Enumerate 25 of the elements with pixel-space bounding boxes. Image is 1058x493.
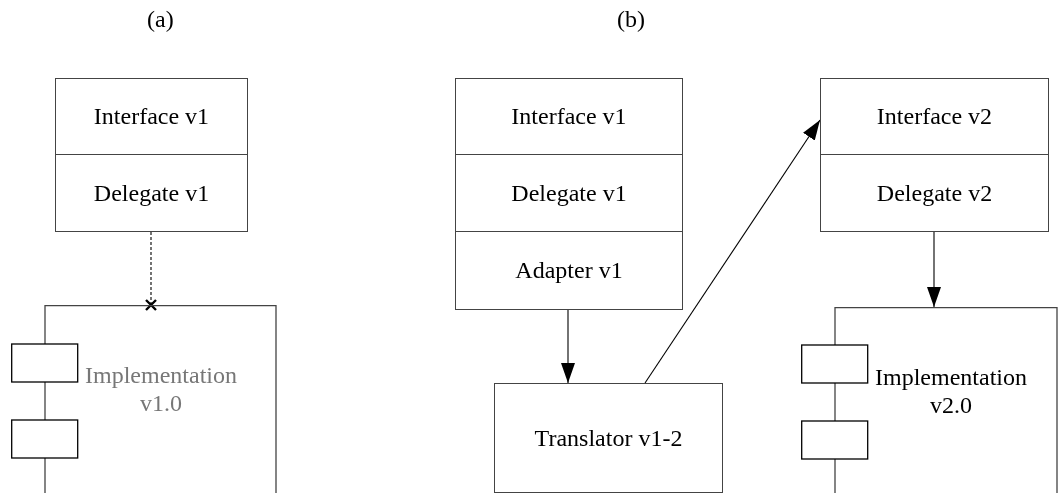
arrow (927, 231, 941, 308)
box-label: Translator v1-2 (534, 424, 683, 452)
box-label: Delegate v1 (93, 179, 210, 207)
box-label: Interface v1 (93, 103, 210, 130)
box-label: Delegate v1 (511, 179, 627, 207)
box-label: Adapter v1 (515, 257, 623, 284)
box-label: Interface v2 (876, 103, 993, 130)
layer-box (455, 78, 683, 155)
layer-box (820, 154, 1049, 232)
arrow (561, 309, 575, 384)
panel-label: (a) (147, 6, 174, 33)
component-symbol (801, 307, 1058, 493)
arrow (644, 119, 821, 384)
layer-box (55, 78, 248, 155)
box-label: Implementation v2.0 (874, 363, 1028, 420)
layer-box (820, 78, 1049, 155)
box-label: Interface v1 (511, 103, 627, 130)
layer-box (455, 154, 683, 232)
layer-box (494, 383, 723, 493)
box-label: Implementation v1.0 (84, 361, 238, 418)
box-label: Delegate v2 (876, 179, 993, 207)
layer-box (455, 231, 683, 310)
panel-label: (b) (617, 6, 645, 33)
layer-box (55, 154, 248, 232)
component-symbol (11, 305, 277, 493)
